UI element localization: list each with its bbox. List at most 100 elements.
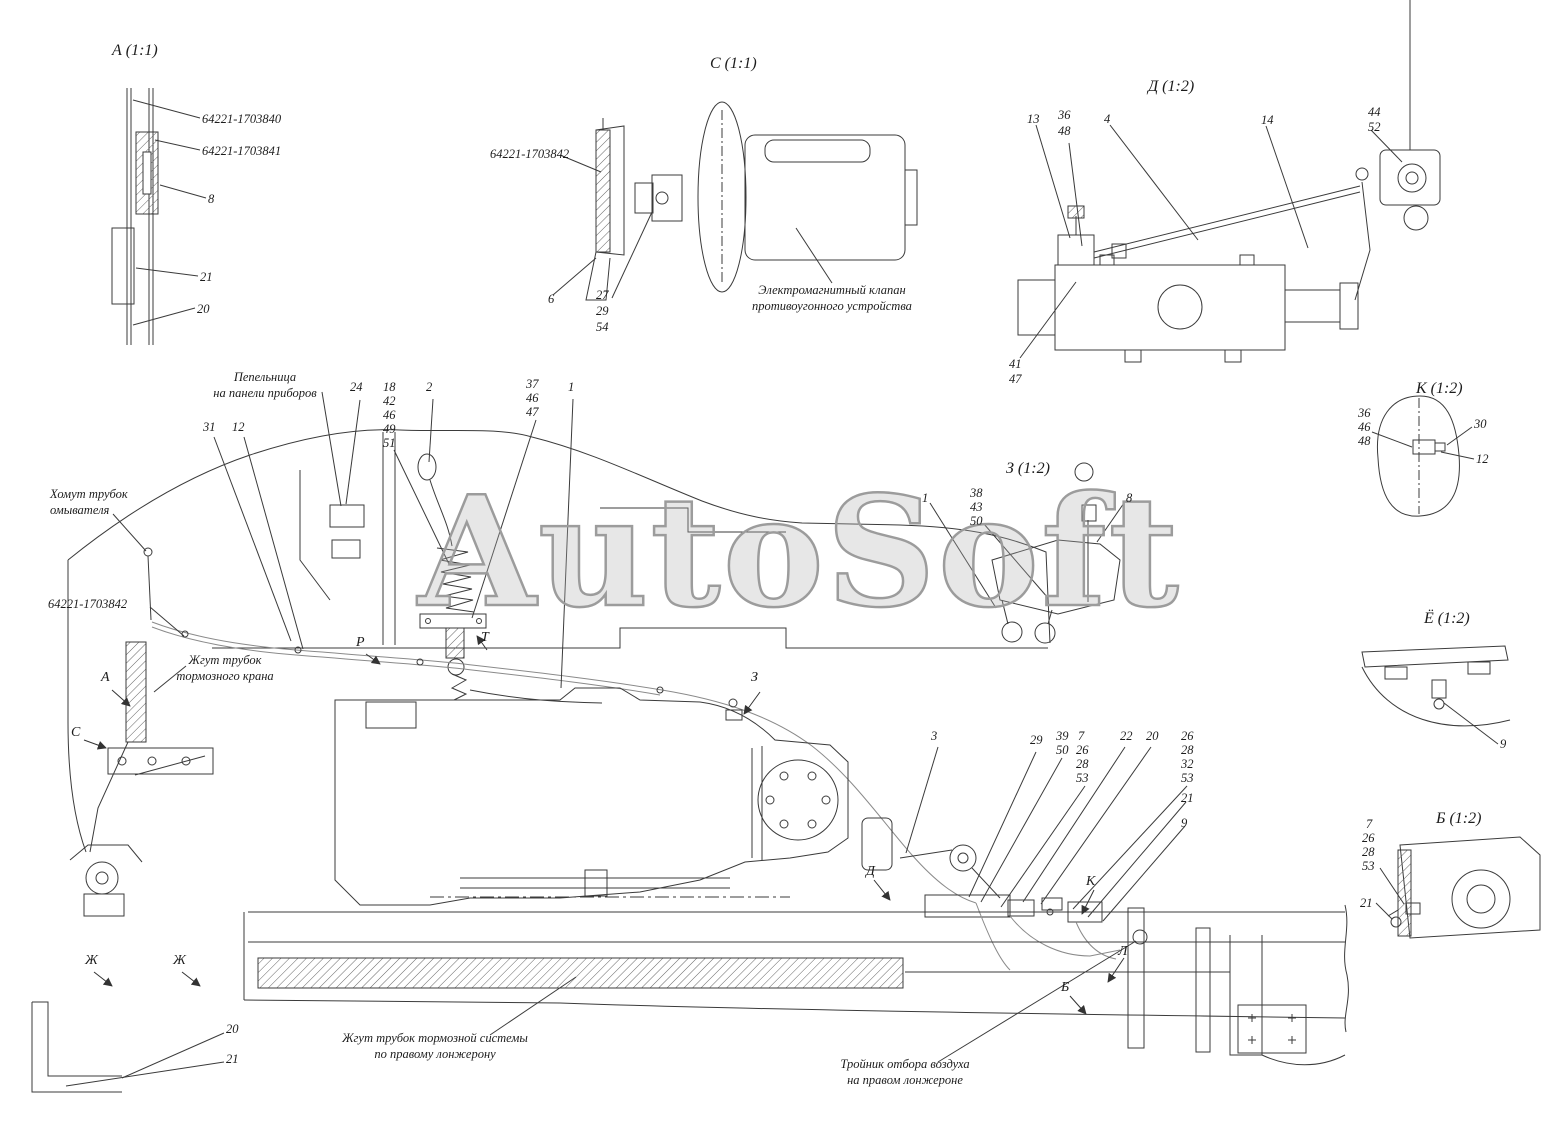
view-k-drawing	[1371, 395, 1475, 517]
callout-51: 51	[383, 436, 396, 450]
callout-48-view-k: 48	[1358, 434, 1371, 448]
callout-31: 31	[203, 420, 216, 434]
callout-36-view-d: 36	[1058, 108, 1071, 122]
callout-41-view-d: 41	[1009, 357, 1022, 371]
frame-harness-label: Жгут трубок тормозной системы по правому…	[330, 1031, 540, 1062]
air-tee-label: Тройник отбора воздуха на правом лонжеро…	[810, 1057, 1000, 1088]
callout-46-view-k: 46	[1358, 420, 1371, 434]
callout-29-view-c: 29	[596, 304, 609, 318]
callout-53-view-b: 53	[1362, 859, 1375, 873]
callout-21-view-a: 21	[200, 270, 213, 284]
callout-36-view-k: 36	[1358, 406, 1371, 420]
callout-30-view-k: 30	[1474, 417, 1487, 431]
callout-6-view-c: 6	[548, 292, 555, 306]
air-tee-label-line1: Тройник отбора воздуха	[840, 1057, 970, 1071]
section-marker-k: К	[1086, 874, 1096, 889]
callout-42: 42	[383, 394, 396, 408]
callout-12: 12	[232, 420, 245, 434]
callout-7-view-b: 7	[1366, 817, 1373, 831]
section-marker-z: З	[751, 670, 758, 685]
callout-9-view-yo: 9	[1500, 737, 1507, 751]
solenoid-valve-caption-line2: противоугонного устройства	[752, 298, 912, 313]
callout-28-a: 28	[1076, 757, 1089, 771]
callout-26-b: 26	[1181, 729, 1194, 743]
callout-2: 2	[426, 380, 433, 394]
brake-valve-harness-line2: тормозного крана	[176, 668, 274, 683]
callout-43-view-z: 43	[970, 500, 983, 514]
section-marker-a: А	[101, 670, 110, 685]
callout-24: 24	[350, 380, 363, 394]
callout-22: 22	[1120, 729, 1133, 743]
view-a-drawing	[111, 88, 207, 345]
part-number-1703840: 64221-1703840	[202, 112, 282, 126]
callout-53-a: 53	[1076, 771, 1089, 785]
callout-20-view-a: 20	[197, 302, 210, 316]
callout-50: 50	[1056, 743, 1069, 757]
section-marker-l: Л	[1118, 944, 1128, 959]
callout-12-view-k: 12	[1476, 452, 1489, 466]
callout-27-view-c: 27	[596, 288, 609, 302]
callout-1: 1	[568, 380, 575, 394]
ashtray-label: Пепельница на панели приборов	[200, 370, 330, 401]
view-d-title: Д (1:2)	[1148, 78, 1195, 95]
callout-53-b: 53	[1181, 771, 1194, 785]
callout-52-view-d: 52	[1368, 120, 1381, 134]
solenoid-valve-caption: Электромагнитный клапан противоугонного …	[752, 283, 912, 314]
part-number-1703842-view-c: 64221-1703842	[490, 147, 570, 161]
view-c-title: С (1:1)	[710, 55, 757, 72]
view-c-drawing	[552, 101, 918, 301]
washer-clamp-label-line2: омывателя	[50, 502, 110, 517]
washer-clamp-label-line1: Хомут трубок	[50, 487, 128, 501]
callout-20-b: 20	[226, 1022, 239, 1036]
callout-9: 9	[1181, 816, 1188, 830]
callout-26-view-b: 26	[1362, 831, 1375, 845]
air-tee-label-line2: на правом лонжероне	[847, 1072, 963, 1087]
callout-21-view-b: 21	[1360, 896, 1373, 910]
brake-valve-harness-line1: Жгут трубок	[188, 653, 262, 667]
callout-32: 32	[1181, 757, 1194, 771]
leader-lines	[65, 391, 1188, 1087]
callout-47-view-d: 47	[1009, 372, 1022, 386]
solenoid-valve-caption-line1: Электромагнитный клапан	[758, 283, 906, 297]
callout-28-view-b: 28	[1362, 845, 1375, 859]
view-b-drawing	[1375, 836, 1541, 939]
view-b-title: Б (1:2)	[1436, 810, 1482, 827]
section-marker-d: Д	[866, 864, 875, 879]
ashtray-label-line1: Пепельница	[233, 370, 297, 384]
ashtray-label-line2: на панели приборов	[213, 385, 317, 400]
callout-38-view-z: 38	[970, 486, 983, 500]
callout-29: 29	[1030, 733, 1043, 747]
callout-14-view-d: 14	[1261, 113, 1274, 127]
section-marker-r: Р	[356, 635, 365, 650]
callout-46-b: 46	[526, 391, 539, 405]
frame-harness-label-line2: по правому лонжерону	[374, 1046, 496, 1061]
view-yo-drawing	[1361, 645, 1511, 745]
section-marker-t: Т	[481, 630, 489, 645]
section-arrows	[83, 635, 1125, 1015]
part-number-1703842-main: 64221-1703842	[48, 597, 128, 611]
part-number-1703841: 64221-1703841	[202, 144, 282, 158]
section-marker-c: С	[71, 725, 81, 740]
callout-20-a: 20	[1146, 729, 1159, 743]
section-marker-zh-2: Ж	[173, 953, 186, 968]
callout-44-view-d: 44	[1368, 105, 1381, 119]
main-drawing	[31, 429, 1349, 1093]
callout-54-view-c: 54	[596, 320, 609, 334]
callout-18: 18	[383, 380, 396, 394]
callout-46-a: 46	[383, 408, 396, 422]
callout-21-a: 21	[1181, 791, 1194, 805]
callout-13-view-d: 13	[1027, 112, 1040, 126]
view-z-drawing	[929, 462, 1125, 644]
view-d-drawing	[1017, 0, 1441, 363]
callout-37: 37	[526, 377, 539, 391]
callout-8-view-a: 8	[208, 192, 215, 206]
callout-50-view-z: 50	[970, 514, 983, 528]
callout-8-view-z: 8	[1126, 491, 1133, 505]
callout-28-b: 28	[1181, 743, 1194, 757]
view-k-title: К (1:2)	[1416, 380, 1463, 397]
callout-26-a: 26	[1076, 743, 1089, 757]
callout-48-view-d: 48	[1058, 124, 1071, 138]
view-z-title: З (1:2)	[1006, 460, 1050, 477]
section-marker-zh-1: Ж	[85, 953, 98, 968]
callout-4-view-d: 4	[1104, 112, 1111, 126]
